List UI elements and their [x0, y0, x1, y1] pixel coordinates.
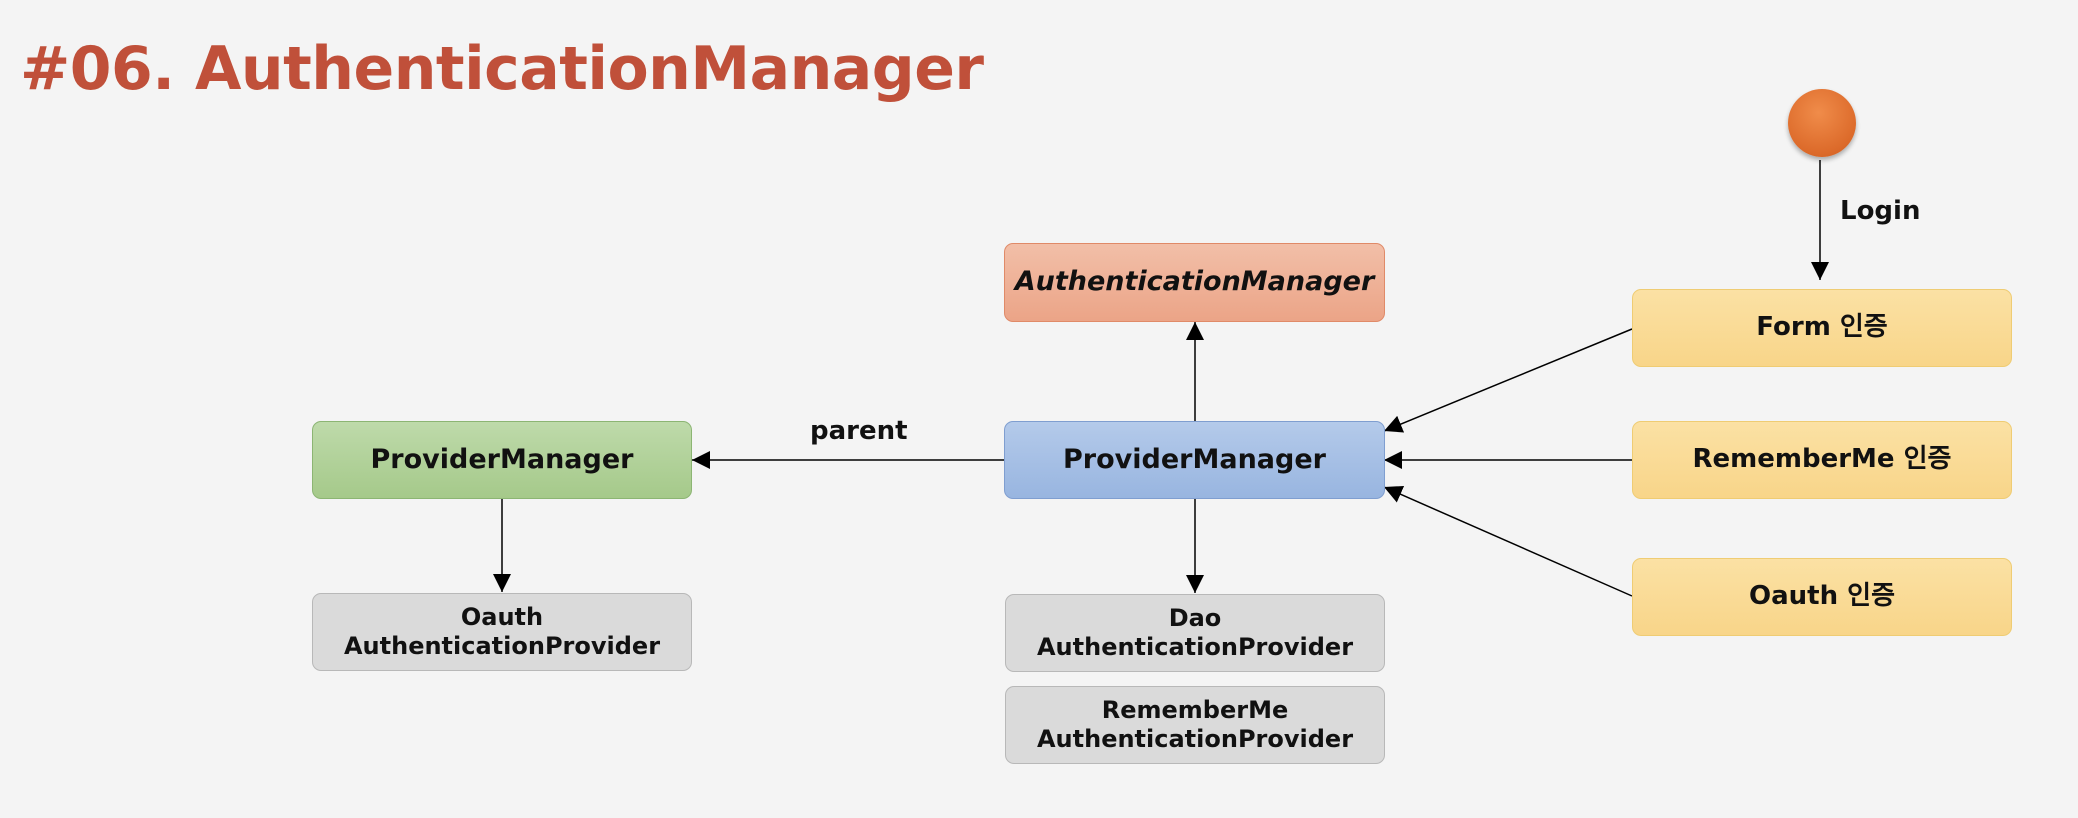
node-line-2: AuthenticationProvider [343, 632, 661, 660]
page-title: #06. AuthenticationManager [20, 34, 984, 104]
node-line-1: RememberMe [1101, 696, 1289, 725]
edge-label-parent: parent [810, 416, 908, 446]
node-line-1: Dao [1168, 604, 1222, 633]
node-oauth-authentication-provider: Oauth AuthenticationProvider [312, 593, 692, 671]
node-rememberme-authentication-provider: RememberMe AuthenticationProvider [1005, 686, 1385, 764]
actor-user-icon [1788, 89, 1856, 157]
edge-oauth-to-provider-manager [1383, 486, 1633, 597]
edge-form-to-provider-manager [1383, 328, 1633, 433]
node-provider-manager: ProviderManager [1004, 421, 1385, 499]
node-authentication-manager: AuthenticationManager [1004, 243, 1385, 322]
node-line-2: AuthenticationProvider [1036, 633, 1354, 661]
node-line-1: Oauth [460, 603, 544, 632]
node-oauth-auth: Oauth 인증 [1632, 558, 2012, 636]
node-dao-authentication-provider: Dao AuthenticationProvider [1005, 594, 1385, 672]
node-rememberme-auth: RememberMe 인증 [1632, 421, 2012, 499]
node-parent-provider-manager: ProviderManager [312, 421, 692, 499]
edge-label-login: Login [1840, 196, 1921, 226]
node-line-2: AuthenticationProvider [1036, 725, 1354, 753]
node-form-auth: Form 인증 [1632, 289, 2012, 367]
